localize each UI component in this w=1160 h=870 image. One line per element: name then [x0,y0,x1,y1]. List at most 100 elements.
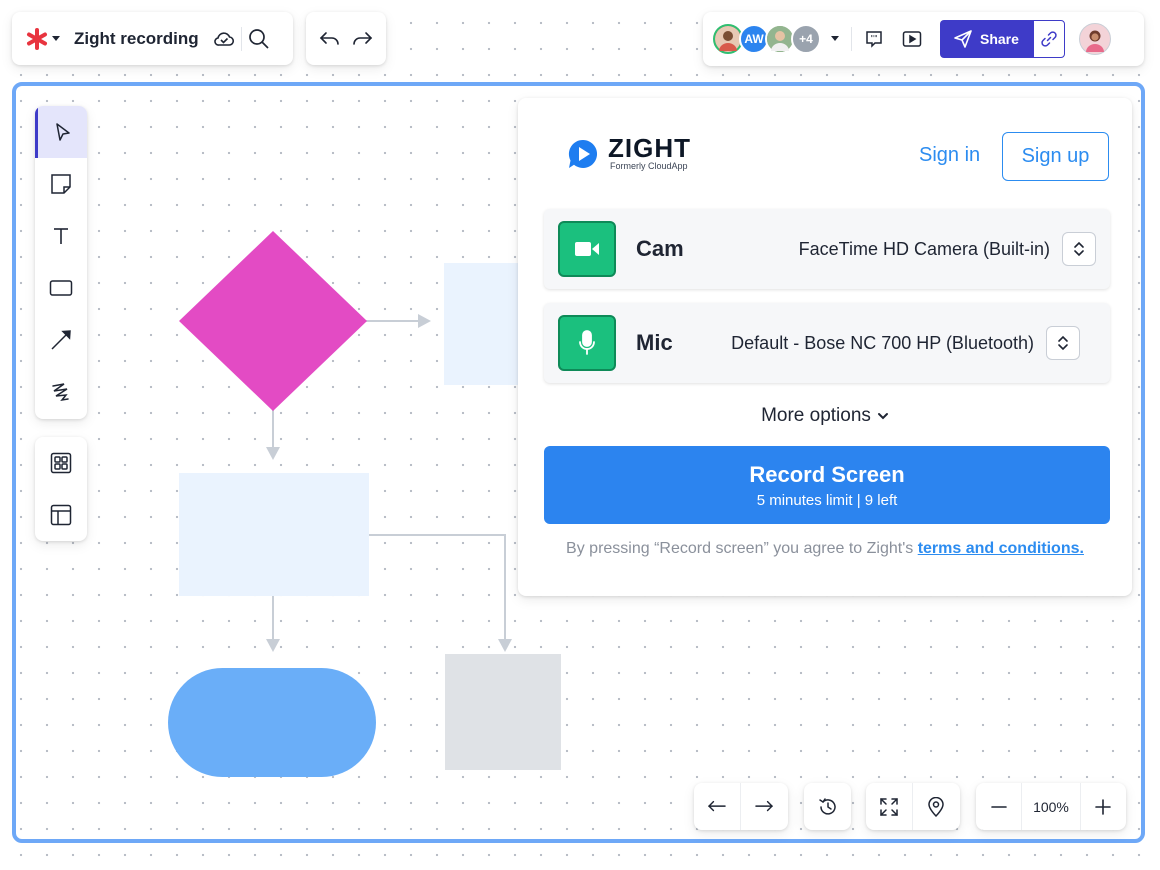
freehand-tool[interactable] [35,366,87,418]
lucid-logo-icon [26,27,48,50]
rectangle-icon [49,279,73,297]
microphone-select-stepper[interactable] [1046,326,1080,360]
arrow-icon [50,329,72,351]
divider [851,27,852,51]
divider [1079,783,1081,830]
link-icon [1040,30,1058,48]
microphone-select[interactable]: Default - Bose NC 700 HP (Bluetooth) [731,332,1034,353]
arrowhead-down-3 [498,639,512,652]
arrowhead-right [418,314,431,328]
terms-link[interactable]: terms and conditions. [917,540,1084,557]
avatar[interactable] [765,24,795,54]
svg-text:": " [871,34,875,43]
sign-up-button[interactable]: Sign up [1002,132,1109,181]
map-pin-icon [928,796,944,817]
zight-brand: ZIGHT [608,133,691,163]
record-limit-text: 5 minutes limit | 9 left [756,491,898,509]
zight-logo-icon [566,138,600,170]
search-icon[interactable] [248,28,270,50]
fit-to-screen-button[interactable] [866,783,912,830]
revision-history-button[interactable] [804,783,851,830]
scribble-icon [50,381,72,403]
text-icon [51,226,71,246]
canvas-frame[interactable] [12,82,1145,843]
location-button[interactable] [913,783,959,830]
undo-icon [707,799,727,815]
microphone-label: Mic [636,330,673,355]
document-title[interactable]: Zight recording [74,28,199,48]
camera-toggle[interactable] [558,221,616,277]
zoom-level[interactable]: 100% [1033,798,1069,815]
record-screen-button[interactable]: Record Screen 5 minutes limit | 9 left [544,446,1110,524]
cloud-sync-icon[interactable] [213,30,235,48]
redo-icon [754,799,774,815]
zoom-out-button[interactable] [976,783,1021,830]
history-bar [306,12,386,65]
microphone-row[interactable]: Mic Default - Bose NC 700 HP (Bluetooth) [544,303,1110,383]
present-icon[interactable] [902,30,922,48]
record-screen-label: Record Screen [749,461,905,487]
grid-icon [50,452,72,474]
more-options-toggle[interactable]: More options [518,405,1132,427]
undo-icon[interactable] [319,30,341,48]
chevron-down-icon [877,412,889,420]
microphone-toggle[interactable] [558,315,616,371]
app-menu-button[interactable] [26,27,60,50]
divider [912,783,913,830]
layout-icon [50,504,72,526]
arrowhead-down-1 [266,447,280,460]
more-options-label: More options [761,405,871,426]
tool-palette [35,106,87,419]
user-avatar[interactable] [1078,23,1111,55]
redo-icon[interactable] [351,30,373,48]
rectangle-tool[interactable] [35,262,87,314]
revision-history-bar [804,783,851,830]
extra-palette [35,437,87,541]
share-button[interactable]: Share [940,20,1033,58]
terminal-pill [168,668,376,777]
collaboration-bar: AW +4 " " Share [703,12,1144,66]
camera-label: Cam [636,236,684,261]
zoom-controls-bar: 100% [976,783,1126,830]
collaborator-avatars[interactable]: AW +4 [713,24,821,54]
select-tool[interactable] [35,106,87,158]
camera-select-stepper[interactable] [1062,232,1096,266]
microphone-icon [578,330,596,356]
expand-icon [879,797,899,817]
comment-icon[interactable]: " " [864,29,884,49]
sticky-note-tool[interactable] [35,158,87,210]
caret-down-icon[interactable] [831,36,839,42]
zight-logo: ZIGHT Formerly CloudApp [566,133,691,171]
templates-button[interactable] [35,489,87,541]
history-clock-icon [818,797,838,817]
connector-process-right-down [368,534,506,642]
pointer-icon [53,122,73,142]
chevron-up-down-icon [1056,333,1070,353]
avatar[interactable] [713,24,743,54]
placeholder-box [445,654,561,770]
avatar-overflow-count[interactable]: +4 [791,24,821,54]
view-controls-bar [866,783,960,830]
divider [740,783,741,830]
camera-select[interactable]: FaceTime HD Camera (Built-in) [798,238,1050,259]
zight-recording-panel: ZIGHT Formerly CloudApp Sign in Sign up … [518,98,1132,596]
zoom-in-button[interactable] [1081,783,1126,830]
copy-link-button[interactable] [1032,20,1065,58]
redo-button[interactable] [741,783,787,830]
plus-icon [1094,798,1112,816]
divider [1021,783,1023,830]
divider [240,26,242,51]
process-box-right [444,263,524,385]
text-tool[interactable] [35,210,87,262]
share-label: Share [980,31,1019,47]
sticky-note-icon [50,173,72,195]
camera-row[interactable]: Cam FaceTime HD Camera (Built-in) [544,209,1110,289]
chevron-up-down-icon [1072,239,1086,259]
sign-in-link[interactable]: Sign in [919,144,981,166]
caret-down-icon [52,35,60,42]
shape-library-button[interactable] [35,437,87,489]
line-tool[interactable] [35,314,87,366]
terms-notice: By pressing “Record screen” you agree to… [558,538,1092,560]
undo-button[interactable] [694,783,740,830]
